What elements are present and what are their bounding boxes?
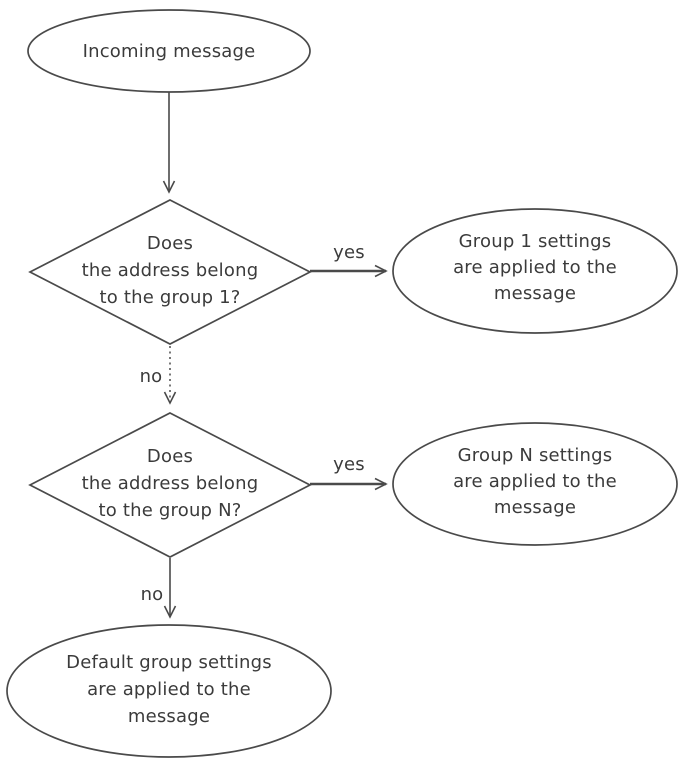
- default-settings-label-line2: are applied to the: [87, 679, 251, 700]
- node-labels-layer: Incoming message Does the address belong…: [66, 41, 617, 727]
- edge-labels-layer: yes no yes no: [140, 242, 365, 605]
- start-node-label: Incoming message: [83, 41, 256, 62]
- node-default-group-settings-ellipse: [6, 624, 332, 758]
- default-settings-label-line1: Default group settings: [66, 652, 272, 673]
- node-group-1-settings-ellipse: [392, 208, 678, 334]
- default-settings-label-line3: message: [128, 706, 210, 727]
- decision1-label-line3: to the group 1?: [99, 287, 240, 308]
- decision2-label-line3: to the group N?: [98, 500, 241, 521]
- decision2-label-line1: Does: [147, 446, 193, 467]
- decision2-label-line2: the address belong: [82, 473, 259, 494]
- group1-settings-label-line1: Group 1 settings: [459, 231, 612, 252]
- decision1-label-line1: Does: [147, 233, 193, 254]
- edge-label-no-1: no: [140, 366, 163, 387]
- edges-layer: [162, 92, 388, 619]
- shapes-layer: [6, 9, 678, 758]
- node-incoming-message-ellipse: [27, 9, 311, 93]
- groupn-settings-label-line3: message: [494, 497, 576, 518]
- group1-settings-label-line3: message: [494, 283, 576, 304]
- node-decision-group-1-diamond: [28, 199, 312, 345]
- node-decision-group-n-diamond: [28, 412, 312, 558]
- edge-label-yes-1: yes: [333, 242, 365, 263]
- groupn-settings-label-line2: are applied to the: [453, 471, 617, 492]
- edge-label-yes-2: yes: [333, 454, 365, 475]
- group1-settings-label-line2: are applied to the: [453, 257, 617, 278]
- decision1-label-line2: the address belong: [82, 260, 259, 281]
- groupn-settings-label-line1: Group N settings: [458, 445, 613, 466]
- edge-label-no-2: no: [141, 584, 164, 605]
- node-group-n-settings-ellipse: [392, 422, 678, 546]
